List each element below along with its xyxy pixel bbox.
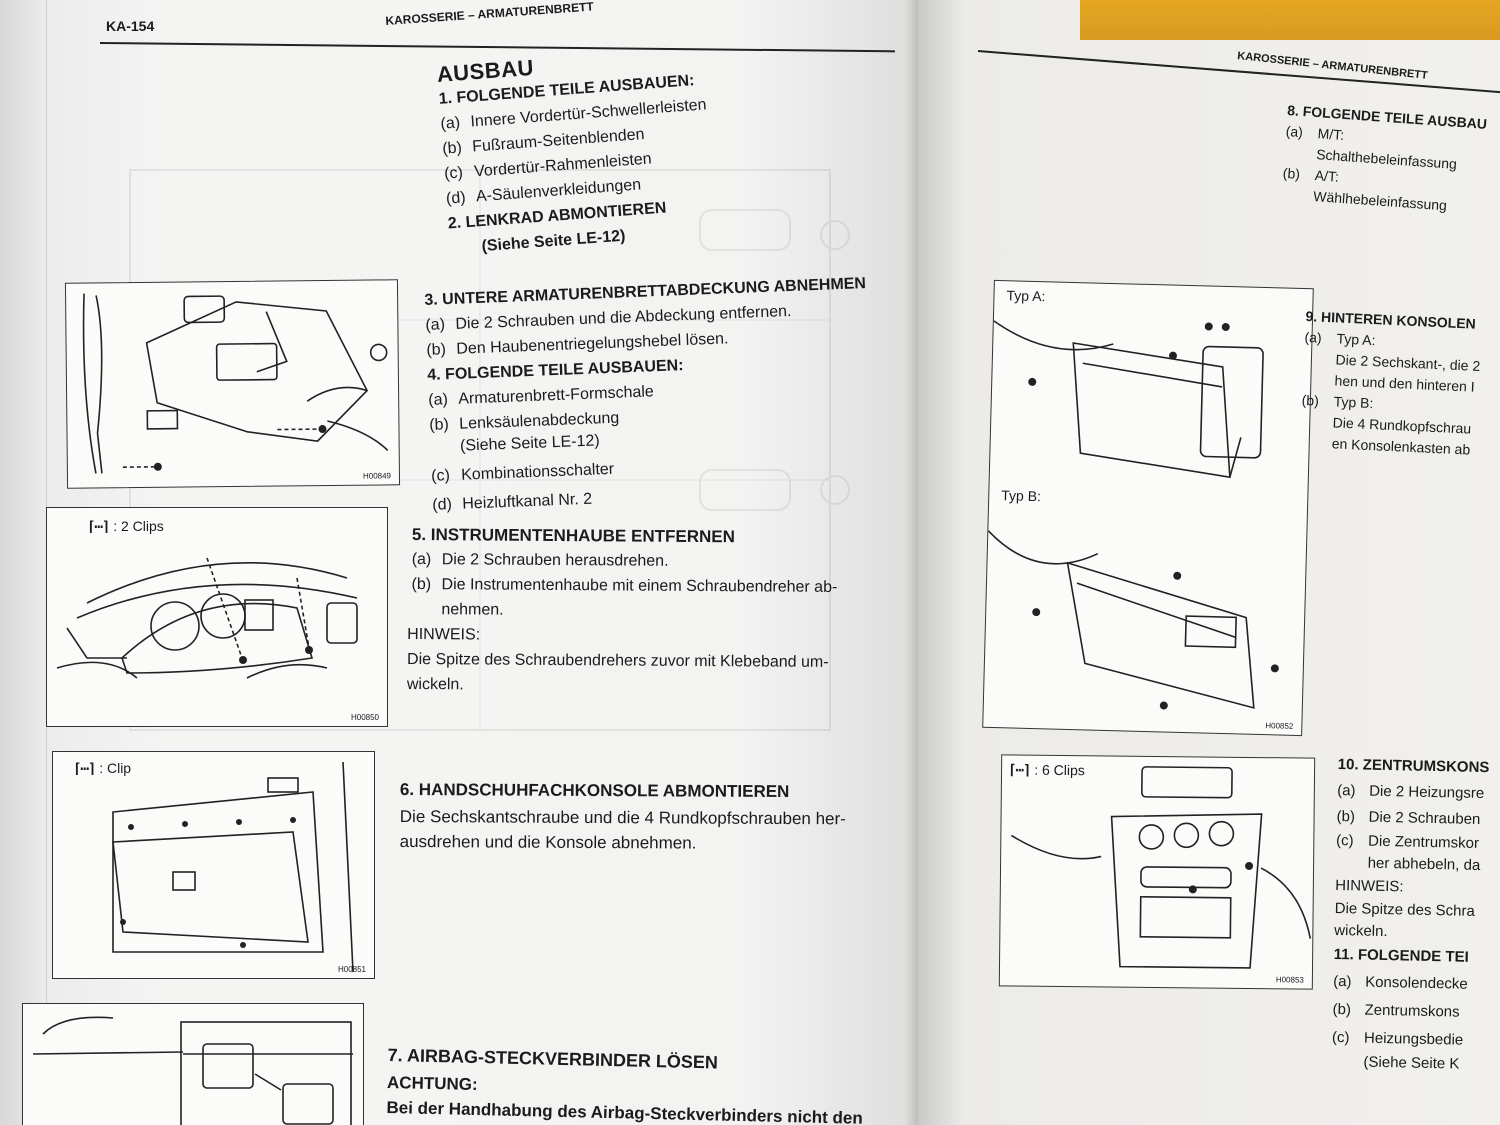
rear-console-drawing	[987, 320, 1279, 710]
figure-glove-box: ⌈⋯⌉ : Clip H00851	[52, 751, 375, 979]
step-5: 5. INSTRUMENTENHAUBE ENTFERNEN (a)Die 2 …	[407, 522, 838, 700]
glove-box-drawing	[112, 761, 354, 973]
step10-item: (c)Die Zentrumskor	[1335, 831, 1480, 852]
clip-icon: ⌈⋯⌉	[73, 761, 96, 777]
hint-text: wickeln.	[406, 675, 464, 694]
hint-text: Die Spitze des Schraubendrehers zuvor mi…	[406, 650, 829, 671]
step5-item: (b)Die Instrumentenhaube mit einem Schra…	[411, 575, 838, 596]
figure-code: H00853	[1275, 975, 1304, 985]
step6-text: ausdrehen und die Konsole abnehmen.	[399, 831, 697, 853]
step6-text: Die Sechskantschraube und die 4 Rundkopf…	[399, 806, 846, 829]
instrument-hood-drawing	[56, 557, 358, 679]
figure-code: H00849	[362, 471, 392, 481]
figure-lower-dash-cover: H00849	[64, 279, 401, 489]
right-page: KAROSSERIE – ARMATURENBRETT 8. FOLGENDE …	[918, 0, 1500, 1125]
step-6: 6. HANDSCHUHFACHKONSOLE ABMONTIEREN Die …	[400, 776, 846, 856]
clip-legend: ⌈⋯⌉ : Clip	[73, 760, 132, 777]
figure-rear-console: Typ A: Typ B: H00852	[982, 279, 1314, 737]
dash-cover-drawing	[82, 293, 389, 474]
figure-code: H00851	[337, 965, 366, 974]
figure-instrument-hood: ⌈⋯⌉ : 2 Clips H00850	[46, 507, 388, 727]
figure-center-console: ⌈⋯⌉ : 6 Clips H00853	[998, 754, 1316, 990]
step-8: 8. FOLGENDE TEILE AUSBAU (a)M/T: Schalth…	[1281, 100, 1488, 219]
figure-code: H00850	[350, 713, 379, 722]
left-page: KA-154 KAROSSERIE – ARMATURENBRETT AUSBA…	[0, 0, 930, 1125]
step10-item: (a)Die 2 Heizungsre	[1337, 781, 1485, 803]
hint-text: wickeln.	[1334, 921, 1388, 941]
step10-title: 10. ZENTRUMSKONS	[1337, 755, 1490, 777]
hint-label: HINWEIS:	[1335, 876, 1404, 896]
hint-text: Die Spitze des Schra	[1334, 899, 1475, 920]
step6-title: 6. HANDSCHUHFACHKONSOLE ABMONTIEREN	[399, 779, 790, 802]
step-7: 7. AIRBAG-STECKVERBINDER LÖSEN ACHTUNG: …	[386, 1040, 864, 1125]
steps-3-4: 3. UNTERE ARMATURENBRETTABDECKUNG ABNEHM…	[424, 271, 874, 518]
steps-10-11: 10. ZENTRUMSKONS (a)Die 2 Heizungsre (b)…	[1331, 752, 1490, 1075]
hint-label: HINWEIS:	[407, 625, 481, 644]
background-object	[1080, 0, 1500, 40]
step-9: 9. HINTEREN KONSOLEN (a)Typ A: Die 2 Sec…	[1299, 306, 1482, 461]
figure-code: H00852	[1265, 721, 1294, 731]
figure-airbag-connector	[22, 1003, 364, 1125]
step10-item: (b)Die 2 Schrauben	[1336, 807, 1481, 828]
step5-item: (a)Die 2 Schrauben herausdrehen.	[411, 550, 669, 570]
book-edge	[0, 0, 47, 1125]
steps-1-2: AUSBAU 1. FOLGENDE TEILE AUSBAUEN: (a)In…	[436, 42, 716, 261]
step11-item: (c)Heizungsbedie	[1331, 1028, 1464, 1049]
header-rule	[99, 42, 895, 53]
clip-icon: ⌈⋯⌉	[87, 519, 110, 535]
clip-legend: ⌈⋯⌉ : 2 Clips	[87, 518, 164, 535]
airbag-connector-drawing	[32, 1016, 353, 1125]
step11-title: 11. FOLGENDE TEI	[1333, 945, 1469, 966]
page-header: KAROSSERIE – ARMATURENBRETT	[385, 0, 595, 28]
step11-item: (a)Konsolendecke	[1333, 972, 1468, 993]
page-number: KA-154	[106, 18, 155, 34]
center-console-drawing	[1010, 766, 1312, 969]
step5-title: 5. INSTRUMENTENHAUBE ENTFERNEN	[411, 524, 736, 547]
step11-item: (Siehe Seite K	[1363, 1053, 1460, 1073]
step11-item: (b)Zentrumskons	[1332, 1000, 1460, 1021]
step10-item: her abhebeln, da	[1367, 854, 1481, 875]
step5-item: nehmen.	[441, 601, 504, 619]
